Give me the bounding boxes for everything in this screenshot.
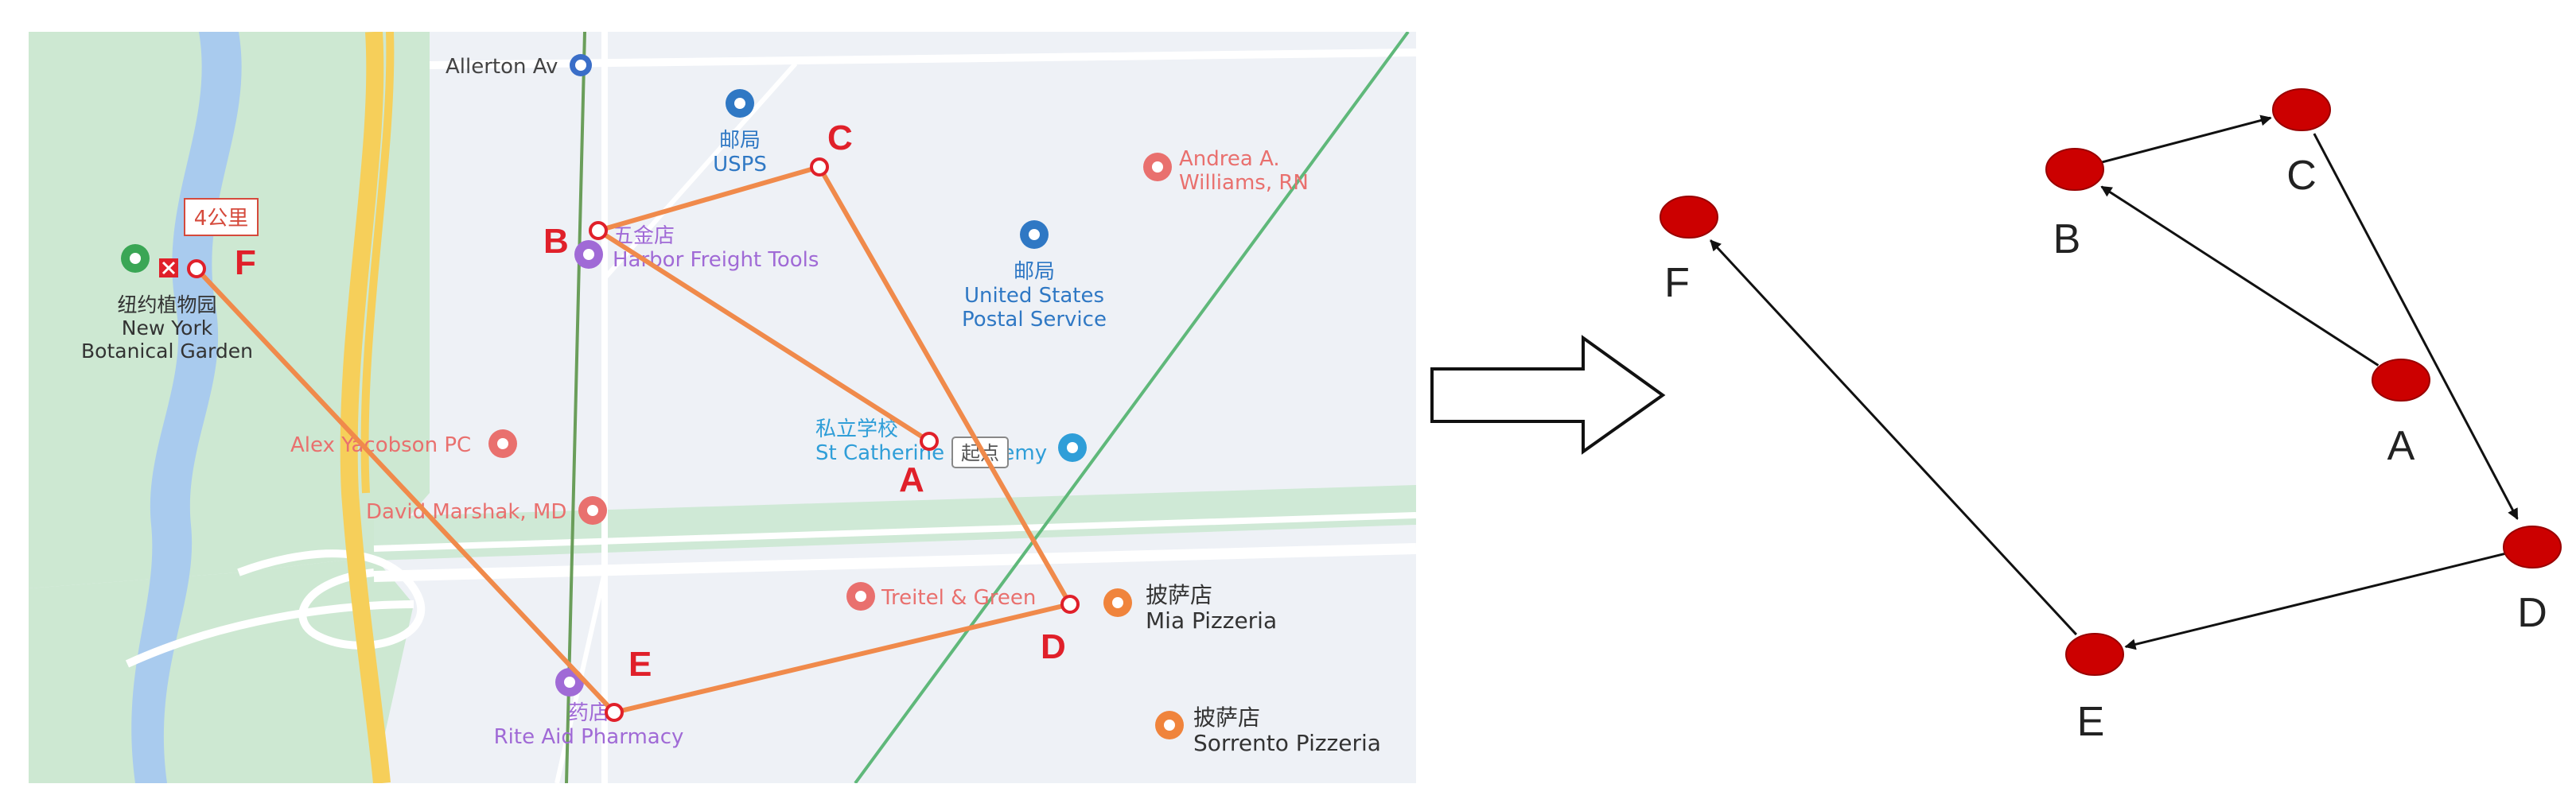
graph-node-E[interactable] [2065, 633, 2124, 676]
graph-panel: A B C D E F [1660, 88, 2562, 745]
pharmacy-icon[interactable] [555, 668, 584, 697]
start-tag: 起点 [951, 437, 1009, 468]
medical-icon[interactable] [1143, 153, 1172, 181]
allerton-road [429, 49, 1416, 69]
interchange [237, 549, 425, 650]
graph-node-F[interactable] [1660, 196, 1718, 239]
poi-david[interactable]: David Marshak, MD [366, 496, 607, 525]
school-icon[interactable] [1058, 433, 1087, 462]
route-stop-marker[interactable] [920, 432, 939, 451]
ramp [125, 600, 414, 668]
shopping-pin-icon[interactable] [574, 240, 603, 269]
graph-node-D[interactable] [2503, 526, 2562, 568]
graph-edge-B-C [2100, 114, 2272, 164]
graph-edge-C-D [2313, 133, 2519, 520]
medical-icon[interactable] [488, 429, 517, 458]
poi-label: Alex Yacobson PC [290, 433, 471, 457]
graph-node-label: A [2387, 423, 2415, 469]
highway [340, 32, 391, 783]
graph-node-label: F [1664, 260, 1690, 306]
route-segment [612, 602, 1072, 715]
transit-station-icon[interactable] [570, 54, 592, 76]
route-stop-marker[interactable] [187, 259, 206, 278]
route-stop-marker[interactable] [1060, 595, 1080, 614]
graph-node-label: B [2053, 216, 2081, 262]
highway-lane [360, 32, 395, 494]
route-segment [194, 266, 617, 715]
poi-andrea[interactable]: Andrea A.Williams, RN [1143, 147, 1309, 195]
graph-node-C[interactable] [2272, 88, 2331, 131]
route-stop-label: A [899, 460, 924, 499]
postal-icon[interactable] [726, 89, 754, 118]
park-area [29, 32, 430, 588]
street [602, 62, 798, 280]
park-icon[interactable] [121, 244, 150, 273]
svg-text:4公里: 4公里 [194, 207, 249, 231]
route-segment [596, 228, 932, 444]
poi-label: David Marshak, MD [366, 500, 566, 524]
poi-treitel[interactable]: Treitel & Green [846, 582, 1036, 611]
pizza-icon[interactable] [1103, 588, 1132, 617]
postal-icon[interactable] [1020, 220, 1049, 249]
medical-icon[interactable] [578, 496, 607, 525]
graph-node-label: E [2077, 699, 2105, 745]
graph-node-label: C [2286, 153, 2317, 199]
route-stop-label: B [543, 222, 569, 261]
graph-edge-A-B [2100, 185, 2379, 367]
close-icon-glyph [161, 261, 176, 275]
expressway-road [373, 543, 1416, 582]
poi-label: Andrea A.Williams, RN [1179, 147, 1309, 195]
expressway-line [373, 512, 1416, 552]
right-arrow-icon [1430, 335, 1666, 455]
pizza-icon[interactable] [1155, 711, 1184, 739]
graph-edge-D-E [2124, 552, 2507, 650]
graph-node-A[interactable] [2372, 359, 2430, 402]
distance-badge: 4公里 [184, 198, 259, 236]
transit-line [854, 32, 1410, 783]
graph-edge-E-F [1710, 239, 2077, 636]
poi-label: Treitel & Green [881, 586, 1036, 610]
graph-node-B[interactable] [2045, 148, 2104, 191]
road-label: Allerton Av [446, 55, 558, 79]
transit-line [565, 32, 586, 783]
route-stop-marker[interactable] [605, 703, 624, 722]
route-stop-label: D [1041, 627, 1066, 666]
route-stop-marker[interactable] [589, 221, 608, 240]
route-stop-label: C [827, 118, 853, 157]
route-segment [817, 165, 1072, 607]
route-stop-label: E [628, 645, 652, 684]
route-stop-label: F [235, 243, 256, 282]
route-segment [596, 165, 822, 233]
route-stop-marker[interactable] [810, 157, 829, 177]
poi-alex[interactable]: Alex Yacobson PC [290, 429, 517, 458]
medical-icon[interactable] [846, 582, 875, 611]
graph-node-label: D [2517, 590, 2547, 636]
